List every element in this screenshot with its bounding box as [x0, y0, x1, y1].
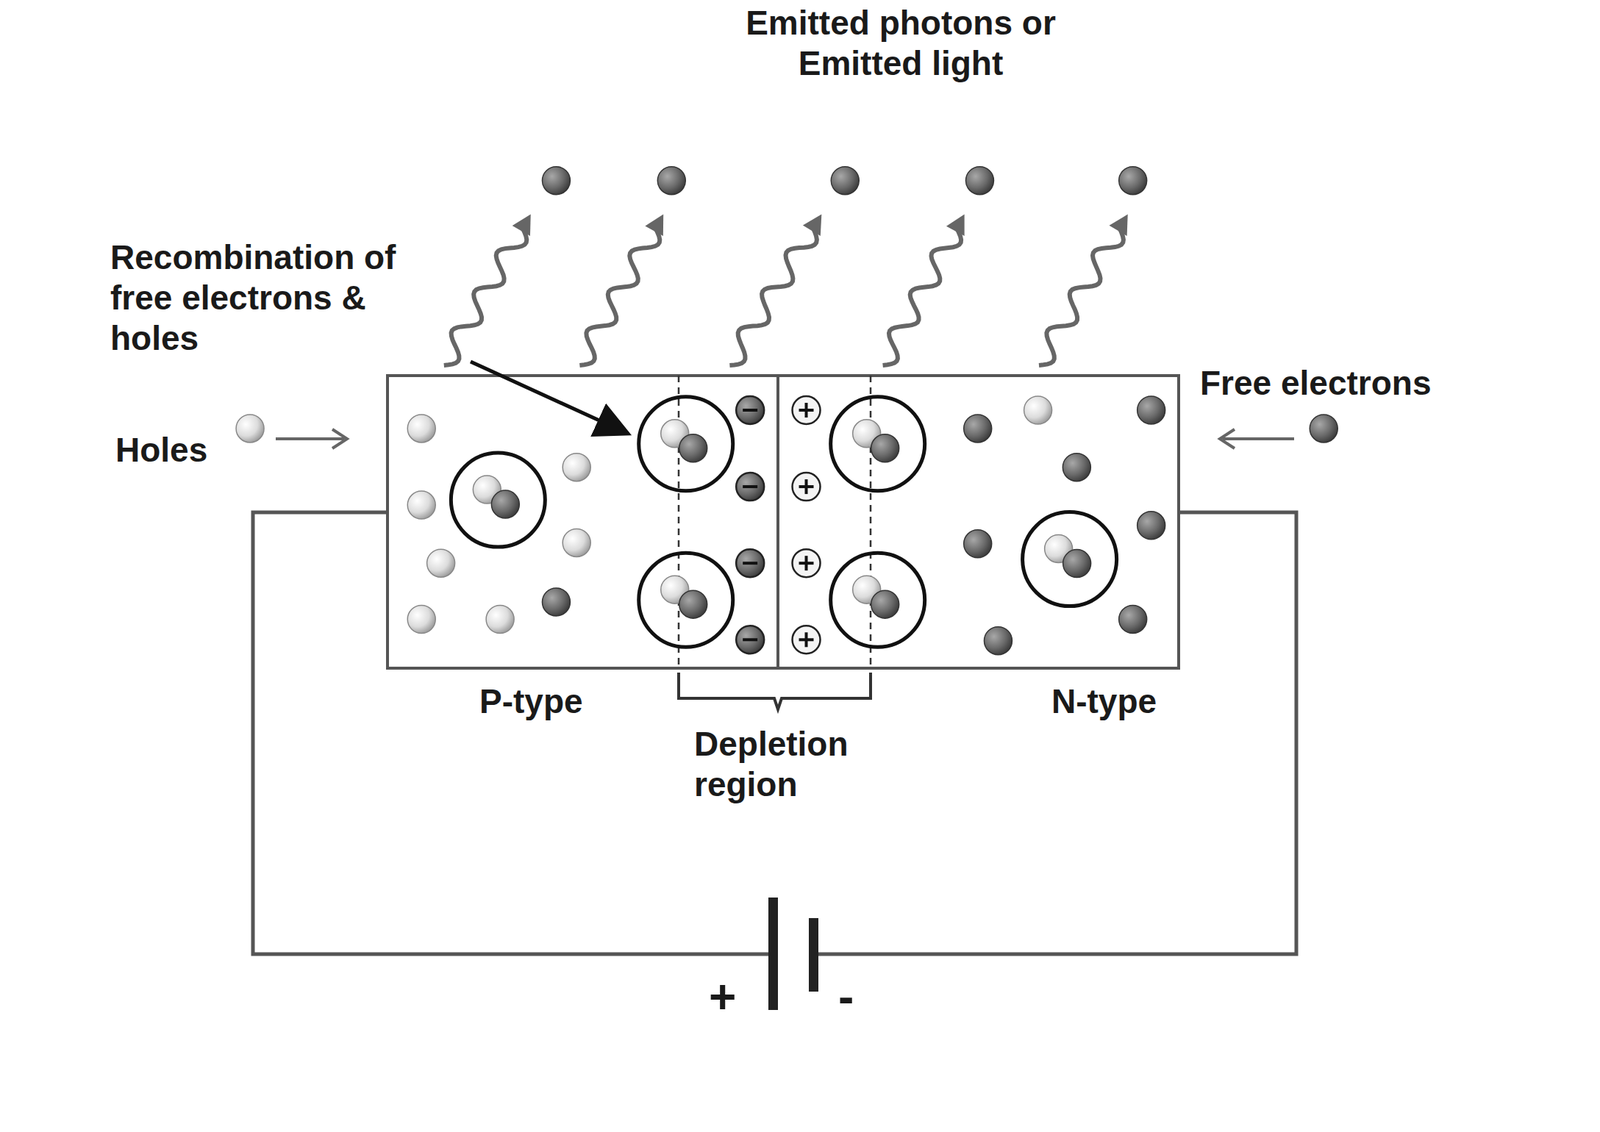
electron [1137, 511, 1166, 540]
region-label: P-type [479, 681, 584, 722]
electron [963, 530, 992, 559]
positive-ion [792, 549, 821, 578]
negative-ion [736, 396, 764, 425]
electron [1119, 605, 1148, 634]
recombination-ring [1022, 512, 1117, 607]
depletion-bracket [678, 672, 871, 710]
photon [541, 166, 570, 195]
ion-sign [742, 408, 758, 412]
positive-ion [792, 472, 821, 501]
ion-sign [742, 561, 758, 565]
photon [657, 166, 686, 195]
ion-sign [805, 479, 809, 495]
hole [562, 528, 591, 557]
ion-sign [805, 555, 809, 571]
electron [963, 414, 992, 443]
photon-wave [444, 228, 528, 366]
hole [407, 414, 436, 443]
photon-arrowhead [644, 213, 664, 237]
recombination-ring [450, 452, 545, 548]
electron [491, 490, 520, 519]
polarity-sign: - [838, 969, 854, 1026]
electron [1062, 453, 1091, 482]
electron [871, 590, 900, 619]
photon [830, 166, 859, 195]
hole [562, 453, 591, 482]
photon-arrowhead [802, 213, 822, 236]
ion-sign [805, 632, 809, 648]
carrier-label: Free electrons [1200, 363, 1431, 404]
photon-wave [579, 228, 660, 366]
recombination-ring [830, 397, 925, 492]
electron [871, 434, 900, 463]
recombination-ring [638, 552, 734, 648]
circuit-wire [252, 512, 1297, 955]
recombination-ring [638, 397, 734, 492]
negative-ion [736, 549, 764, 578]
hole [486, 605, 514, 634]
semiconductor-region: P-type [387, 375, 778, 669]
photon-arrowhead [1108, 213, 1128, 237]
hole [407, 605, 436, 634]
emission-label: Emitted photons or Emitted light [727, 2, 1074, 84]
electron [541, 588, 570, 617]
electron [983, 627, 1012, 656]
photon-waves [444, 213, 1128, 365]
hole [427, 549, 456, 578]
depletion-boundary [678, 375, 871, 669]
semiconductor-region: N-type [777, 375, 1179, 669]
ion-sign [742, 638, 758, 642]
ion-sign [742, 485, 758, 489]
negative-ion [736, 472, 764, 501]
electron [1137, 396, 1166, 425]
electron [1309, 414, 1338, 443]
electron [1063, 550, 1092, 578]
carrier-arrow [275, 429, 1295, 449]
leader-arrow [470, 361, 625, 433]
recombination-ring [830, 552, 925, 648]
negative-ion [736, 625, 764, 654]
photon-arrowhead [512, 213, 531, 237]
pn-junction-block [387, 375, 1179, 669]
photon [965, 166, 994, 195]
electron [679, 434, 708, 463]
hole [236, 414, 264, 443]
region-label: Depletion region [694, 724, 915, 806]
polarity-sign: + [708, 969, 737, 1026]
photon-arrowhead [946, 213, 965, 237]
photon-wave [1038, 227, 1124, 366]
photon-wave [883, 228, 962, 366]
electron [679, 590, 708, 619]
carriers [236, 166, 1338, 656]
positive-ion [792, 625, 821, 654]
positive-ion [792, 396, 821, 425]
photon [1119, 166, 1148, 195]
battery-symbol [768, 897, 819, 1011]
photon-wave [729, 227, 817, 366]
region-label: N-type [1051, 681, 1157, 722]
hole [407, 491, 436, 520]
carrier-label: Holes [115, 430, 208, 471]
hole [1024, 396, 1053, 425]
ion-sign [805, 402, 809, 418]
callout-label: Recombination of free electrons & holes [110, 237, 456, 360]
